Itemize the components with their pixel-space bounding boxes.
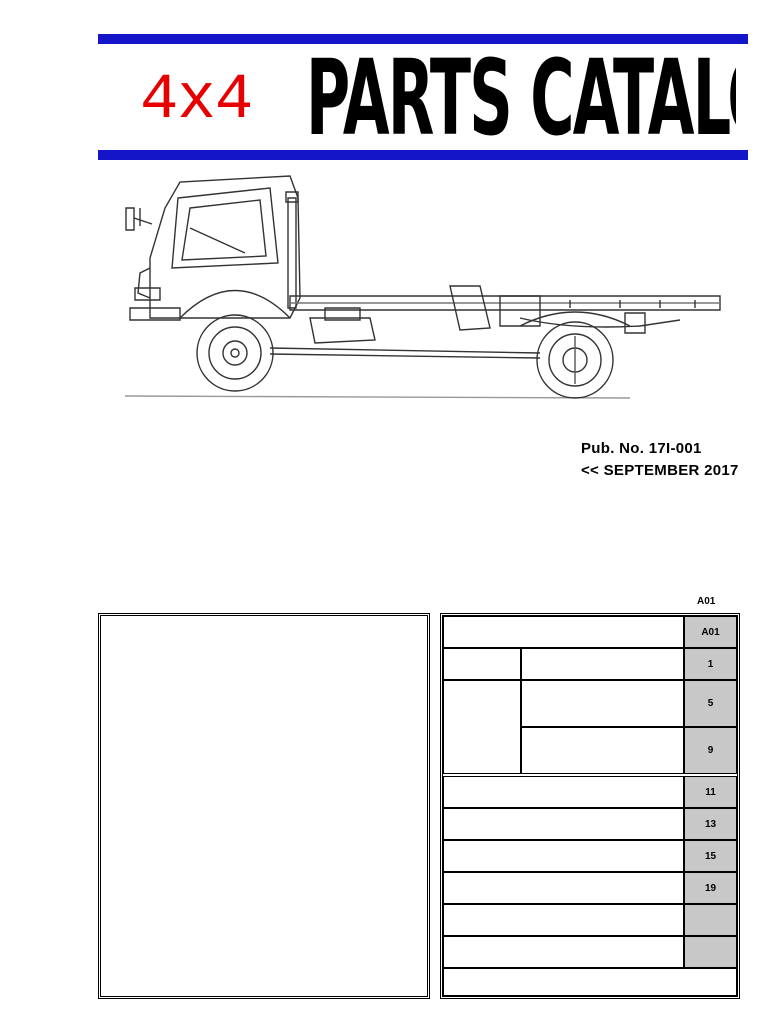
toc-group-cell	[443, 648, 521, 680]
toc-label-cell	[521, 680, 684, 727]
toc-page-number: 1	[684, 648, 737, 680]
toc-label-cell	[443, 840, 684, 872]
toc-label-cell	[443, 904, 684, 936]
toc-label-cell	[521, 648, 684, 680]
toc-page-number: 11	[684, 776, 737, 808]
logo-4x4: 4x4	[140, 65, 253, 137]
toc-page-number: 13	[684, 808, 737, 840]
toc-group-cell	[443, 680, 521, 774]
toc-page-number: 19	[684, 872, 737, 904]
truck-chassis-drawing-icon	[124, 175, 721, 399]
toc-page-number: A01	[684, 616, 737, 648]
toc-label-cell	[443, 872, 684, 904]
section-code: A01	[697, 596, 716, 607]
toc-page-number: 5	[684, 680, 737, 727]
toc-page-number: 9	[684, 727, 737, 774]
header-band-bottom	[98, 150, 748, 160]
toc-label-cell	[443, 808, 684, 840]
publication-date: << SEPTEMBER 2017	[581, 462, 739, 479]
toc-page-number: 15	[684, 840, 737, 872]
toc-label-cell	[443, 616, 684, 648]
header-band-top	[98, 34, 748, 44]
toc-page-number	[684, 904, 737, 936]
table-of-contents: A01 1 5 9 11 13 15 19	[440, 613, 740, 999]
toc-label-cell	[521, 727, 684, 774]
toc-label-cell	[443, 936, 684, 968]
toc-page-number	[684, 936, 737, 968]
contents-panel	[98, 613, 430, 999]
page-title: PARTS CATALOG	[306, 50, 736, 146]
toc-footer-cell	[443, 968, 737, 996]
toc-label-cell	[443, 776, 684, 808]
publication-number: Pub. No. 17I-001	[581, 440, 702, 457]
title-wrap: PARTS CATALOG	[306, 50, 736, 146]
